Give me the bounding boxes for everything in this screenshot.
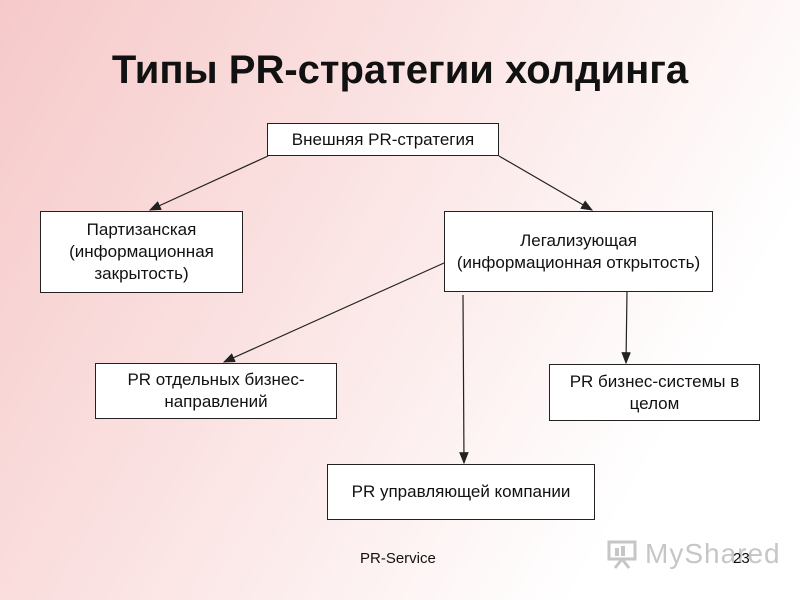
edge-legalizing-management <box>459 294 469 465</box>
edge-root-partisan <box>148 155 269 211</box>
edge-root-legalizing <box>498 155 594 211</box>
node-label: Легализующая (информационная открытость) <box>456 230 701 272</box>
node-label: PR отдельных бизнес-направлений <box>127 370 305 411</box>
node-label: Партизанская (информационная закрытость) <box>69 220 214 283</box>
node-management-company: PR управляющей компании <box>327 464 595 520</box>
edge-legalizing-directions <box>222 262 445 363</box>
watermark-text: MyShared <box>645 538 781 569</box>
slide-title: Типы PR-стратегии холдинга <box>111 48 689 92</box>
watermark-logo: MyShared <box>607 538 781 570</box>
node-legalizing: Легализующая (информационная открытость) <box>444 211 713 292</box>
node-external-pr-strategy: Внешняя PR-стратегия <box>267 123 499 156</box>
presentation-icon <box>607 540 637 569</box>
footer-text: PR-Service <box>360 550 436 567</box>
node-label: PR управляющей компании <box>351 482 571 501</box>
edge-legalizing-system <box>621 290 631 365</box>
node-business-system: PR бизнес-системы в целом <box>549 364 760 421</box>
node-label: Внешняя PR-стратегия <box>291 129 475 149</box>
page-number: 23 <box>733 550 750 567</box>
node-partisan: Партизанская (информационная закрытость) <box>40 211 243 293</box>
node-label: PR бизнес-системы в целом <box>569 371 740 413</box>
node-business-directions: PR отдельных бизнес-направлений <box>95 363 337 419</box>
